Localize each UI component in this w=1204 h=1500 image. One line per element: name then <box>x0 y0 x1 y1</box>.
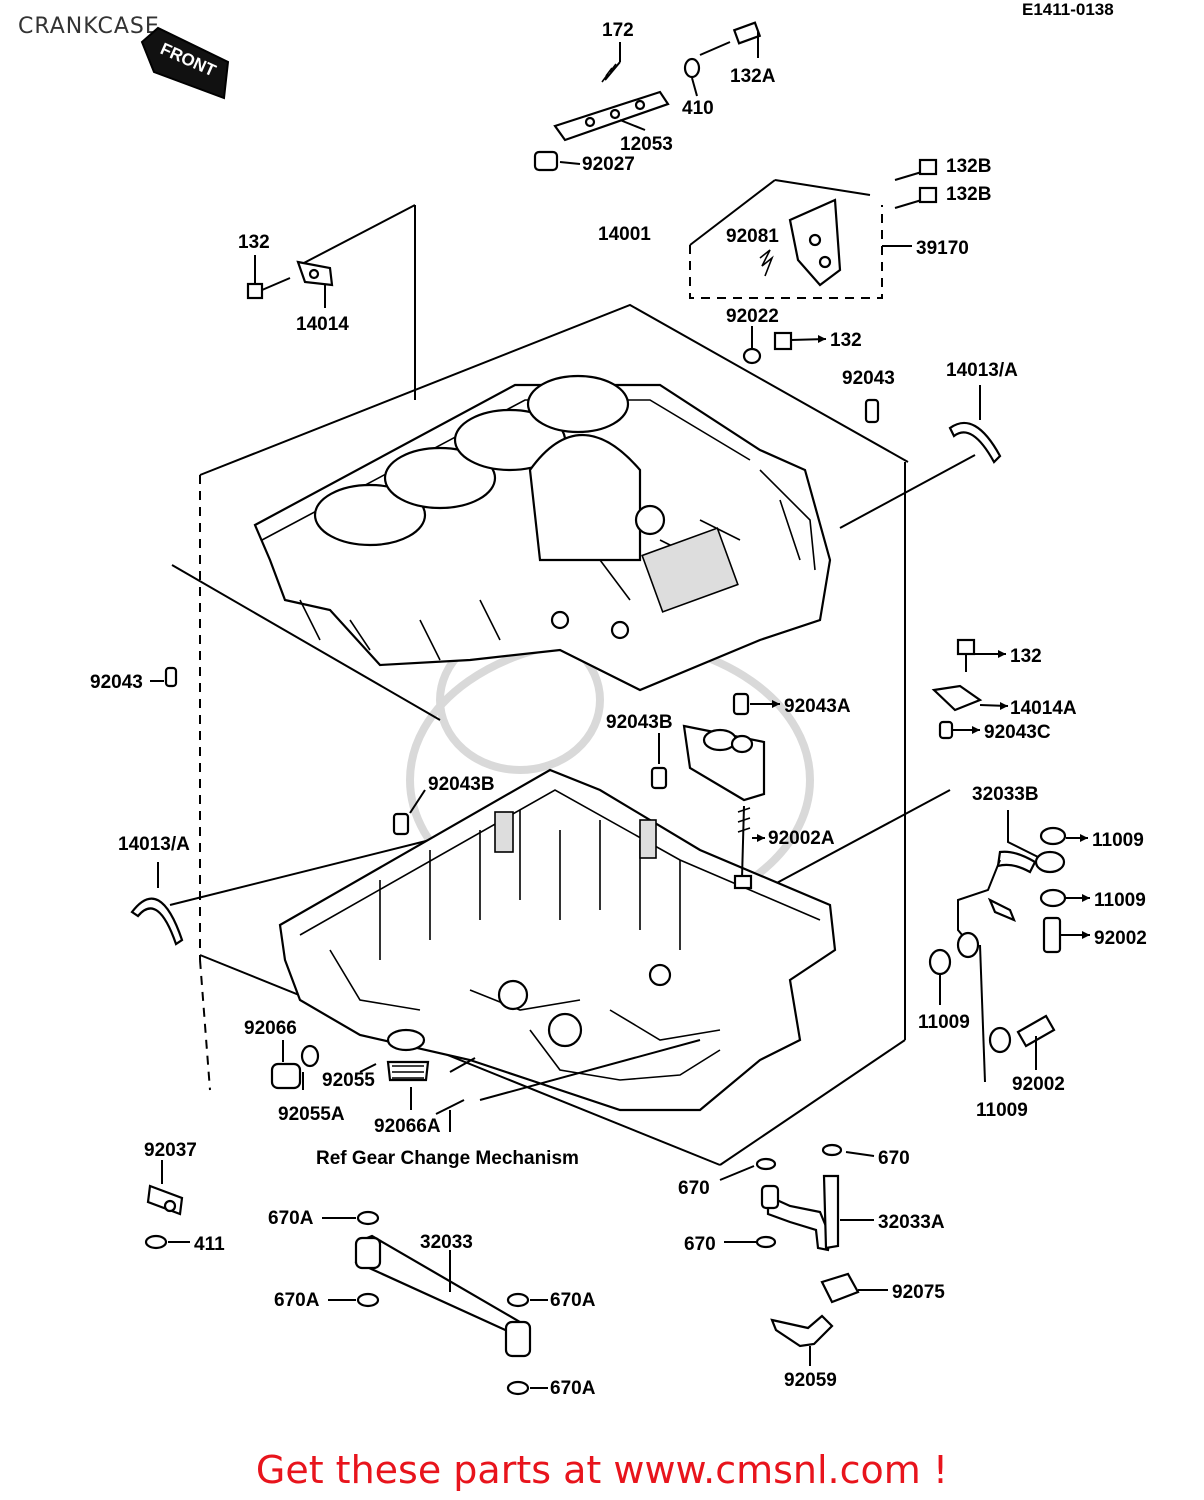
drain-plug-92066 <box>270 1040 320 1090</box>
callout-labels: 172 132A 410 12053 92027 132B 132B 14001… <box>90 20 1147 1399</box>
callout-14014: 14014 <box>296 314 349 335</box>
callout-92075: 92075 <box>892 1282 945 1303</box>
callout-670a-2: 670A <box>274 1290 320 1311</box>
callout-92037: 92037 <box>144 1140 197 1161</box>
washer-92022-bolt-132 <box>742 326 827 365</box>
callout-12053: 12053 <box>620 134 673 155</box>
callout-92059: 92059 <box>784 1370 837 1391</box>
pipe-92059 <box>770 1314 834 1366</box>
callout-92055a: 92055A <box>278 1104 345 1125</box>
callout-11009-c: 11009 <box>918 1012 970 1033</box>
callout-132b-2: 132B <box>946 184 991 205</box>
oil-pipe-32033b <box>956 810 1066 1083</box>
dowel-92043b-upper <box>650 733 668 790</box>
callout-39170: 39170 <box>916 238 969 259</box>
bolt-132b-pair <box>894 158 938 209</box>
callout-92043b-upper: 92043B <box>606 712 673 733</box>
callout-14001: 14001 <box>598 224 651 245</box>
callout-92027: 92027 <box>582 154 635 175</box>
holder-92075 <box>820 1272 888 1304</box>
washers-11009-right <box>928 826 1090 1054</box>
callout-92066a: 92066A <box>374 1116 441 1137</box>
callout-92055: 92055 <box>322 1070 375 1091</box>
dowel-92043-left <box>150 666 178 688</box>
dowel-92043b-lower <box>392 789 426 836</box>
callout-670a-1: 670A <box>268 1208 314 1229</box>
breather-cover-12053 <box>553 90 670 142</box>
callout-92043-top: 92043 <box>842 368 895 389</box>
callout-92002a: 92002A <box>768 828 835 849</box>
callout-92043b-lower: 92043B <box>428 774 495 795</box>
callout-172: 172 <box>602 20 634 41</box>
bearing-cap-block <box>682 724 766 802</box>
bolt-92002-right <box>1016 916 1090 1070</box>
callout-92043a: 92043A <box>784 696 851 717</box>
callout-411: 411 <box>194 1234 225 1255</box>
callout-132b-1: 132B <box>946 156 991 177</box>
callout-670-a: 670 <box>878 1148 910 1169</box>
oil-pipe-32033 <box>354 1234 532 1358</box>
orings-670a <box>322 1210 548 1396</box>
callout-670-c: 670 <box>684 1234 716 1255</box>
callout-11009-a: 11009 <box>1092 830 1144 851</box>
lower-crankcase <box>169 462 951 1166</box>
callout-132a: 132A <box>730 66 776 87</box>
callout-14013-left: 14013/A <box>118 834 190 855</box>
callout-32033a: 32033A <box>878 1212 945 1233</box>
callout-132-right: 132 <box>1010 646 1042 667</box>
dowel-92043-top <box>864 398 880 424</box>
washer-410 <box>683 57 701 97</box>
callout-92043c: 92043C <box>984 722 1051 743</box>
callout-32033b: 32033B <box>972 784 1039 805</box>
callout-11009-b: 11009 <box>1094 890 1146 911</box>
callout-32033: 32033 <box>420 1232 473 1253</box>
front-arrow-icon: FRONT <box>140 26 230 100</box>
callout-14013-right: 14013/A <box>946 360 1018 381</box>
callout-132-mid: 132 <box>830 330 862 351</box>
tensioner-group-39170 <box>689 179 912 299</box>
callout-670a-3: 670A <box>550 1290 596 1311</box>
diagram-code: E1411-0138 <box>1022 0 1114 19</box>
bearing-shell-14013-right <box>948 385 1002 464</box>
upper-crankcase-14001 <box>171 204 976 960</box>
washer-411 <box>144 1234 190 1250</box>
callout-14014a: 14014A <box>1010 698 1077 719</box>
callout-132-top: 132 <box>238 232 270 253</box>
clamp-92037 <box>146 1160 184 1216</box>
diagram-title: CRANKCASE <box>18 14 160 39</box>
stud-172 <box>601 42 621 83</box>
oil-pipe-32033a <box>719 1143 875 1252</box>
callout-92081: 92081 <box>726 226 779 247</box>
footer-promo[interactable]: Get these parts at www.cmsnl.com ! <box>255 1448 949 1492</box>
bracket-14014 <box>246 255 334 308</box>
oil-filter-plug-92055 <box>359 1028 430 1110</box>
callout-670-b: 670 <box>678 1178 710 1199</box>
callout-410: 410 <box>682 98 714 119</box>
callout-670a-4: 670A <box>550 1378 596 1399</box>
bolt-92002a <box>733 805 765 890</box>
bolt-132a <box>699 21 762 58</box>
callout-ref-gear-change: Ref Gear Change Mechanism <box>316 1148 579 1169</box>
callout-92002-right: 92002 <box>1094 928 1147 949</box>
studs-92066a <box>435 1039 701 1132</box>
callout-92002-lower: 92002 <box>1012 1074 1065 1095</box>
callout-92043-left: 92043 <box>90 672 143 693</box>
callout-92022: 92022 <box>726 306 779 327</box>
callout-92066: 92066 <box>244 1018 297 1039</box>
collar-92027 <box>533 150 581 172</box>
bearing-shell-14013-left <box>130 862 184 946</box>
callout-11009-d: 11009 <box>976 1100 1028 1121</box>
